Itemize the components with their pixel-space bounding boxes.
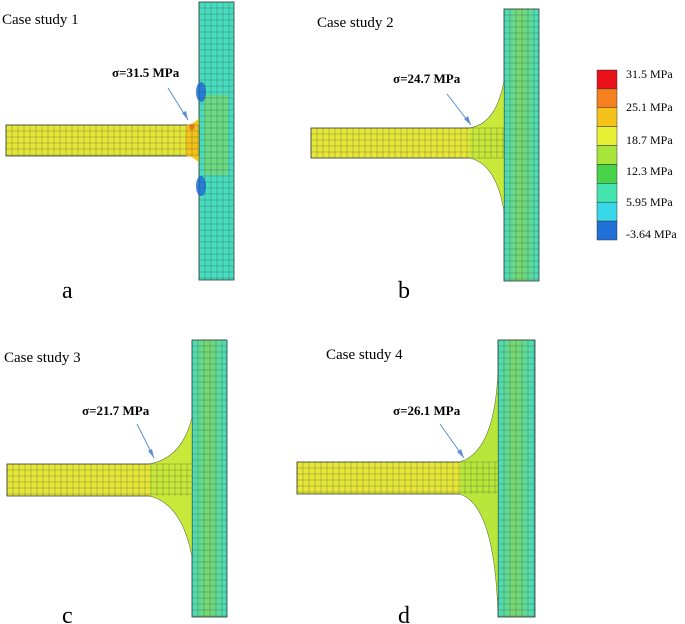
- legend-swatch: [596, 183, 618, 203]
- legend-swatch: [596, 164, 618, 184]
- panel-b: Case study 2 σ=24.7 MPa b: [310, 8, 540, 304]
- panel-d: Case study 4 σ=26.1 MPa d: [296, 339, 536, 624]
- panel-a: Case study 1 σ=31.5 MPa a: [2, 1, 235, 304]
- panel-a-stress-label: σ=31.5 MPa: [112, 65, 180, 80]
- legend-label-1: 25.1 MPa: [626, 100, 673, 114]
- legend-label-3: 12.3 MPa: [626, 164, 673, 178]
- legend-swatch: [596, 126, 618, 146]
- panel-a-compression-bottom: [196, 176, 206, 196]
- panel-a-title: Case study 1: [2, 12, 79, 28]
- panel-c-plate: [191, 339, 228, 618]
- panel-c: Case study 3 σ=21.7 MPa c: [4, 339, 228, 624]
- panel-c-arrowhead: [148, 449, 154, 458]
- panel-d-arrowhead: [457, 449, 464, 458]
- panel-a-plate-stress: [204, 95, 228, 175]
- panel-d-title: Case study 4: [326, 347, 403, 363]
- legend-swatch: [596, 107, 618, 127]
- legend-label-0: 31.5 MPa: [626, 67, 673, 81]
- panel-b-title: Case study 2: [317, 15, 394, 31]
- legend-swatch: [596, 220, 618, 241]
- legend-swatch: [596, 145, 618, 165]
- panel-d-letter: d: [398, 603, 410, 624]
- panel-b-letter: b: [398, 278, 410, 304]
- panel-b-mesh: [310, 8, 539, 281]
- panel-d-plate: [497, 339, 536, 618]
- panel-d-mesh: [296, 339, 535, 617]
- legend-swatch: [596, 88, 618, 109]
- panel-c-mesh: [6, 339, 227, 617]
- panel-c-fillet: [150, 418, 192, 556]
- panel-c-title: Case study 3: [4, 350, 81, 366]
- panel-d-stress-label: σ=26.1 MPa: [393, 403, 461, 418]
- stress-legend: 31.5 MPa 25.1 MPa 18.7 MPa 12.3 MPa 5.95…: [596, 67, 677, 241]
- panel-a-arrowhead: [182, 111, 188, 120]
- panel-a-mesh: [5, 1, 234, 280]
- panel-b-arrowhead: [464, 116, 471, 125]
- panel-c-stress-label: σ=21.7 MPa: [82, 403, 150, 418]
- panel-a-fillet: [186, 118, 199, 163]
- legend-color-bar: [596, 69, 618, 241]
- panel-d-fillet: [460, 375, 498, 610]
- panel-a-letter: a: [62, 278, 73, 304]
- panel-c-letter: c: [62, 603, 73, 624]
- legend-label-5: -3.64 MPa: [626, 227, 677, 241]
- panel-b-stress-label: σ=24.7 MPa: [393, 71, 461, 86]
- legend-swatch: [596, 201, 618, 222]
- panel-a-arm: [5, 124, 200, 157]
- panel-b-plate: [503, 8, 540, 282]
- legend-label-4: 5.95 MPa: [626, 195, 673, 209]
- legend-label-2: 18.7 MPa: [626, 133, 673, 147]
- legend-swatch: [596, 69, 618, 90]
